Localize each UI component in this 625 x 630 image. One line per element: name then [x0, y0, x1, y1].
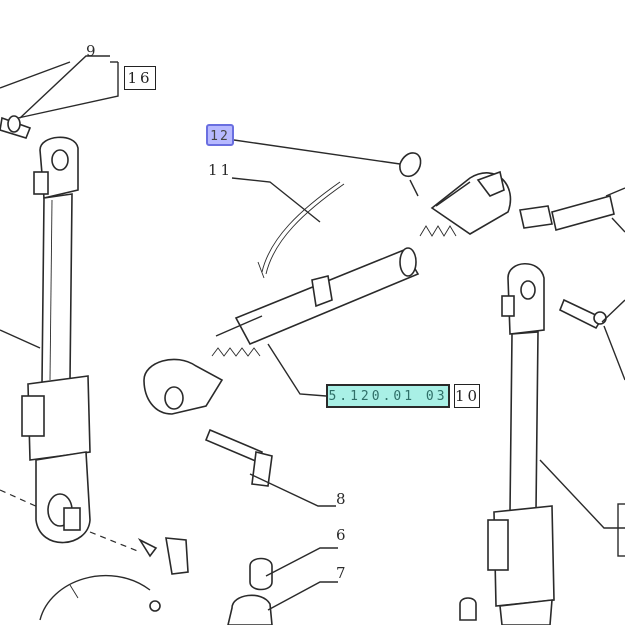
callout-10-box: 10	[454, 384, 480, 408]
callout-6: 6	[336, 526, 349, 544]
callout-16-box: 16	[124, 66, 156, 90]
callout-11: 11	[208, 161, 234, 179]
callout-7: 7	[336, 564, 349, 582]
top-link-assembly	[137, 152, 512, 626]
callout-12-hotspot[interactable]: 12	[206, 124, 234, 146]
left-lift-rod	[0, 115, 161, 621]
callout-9: 9	[86, 42, 99, 60]
right-lift-rod	[459, 187, 625, 626]
part-reference-link[interactable]: 5.120.01 03	[326, 384, 450, 408]
callout-8: 8	[336, 490, 349, 508]
